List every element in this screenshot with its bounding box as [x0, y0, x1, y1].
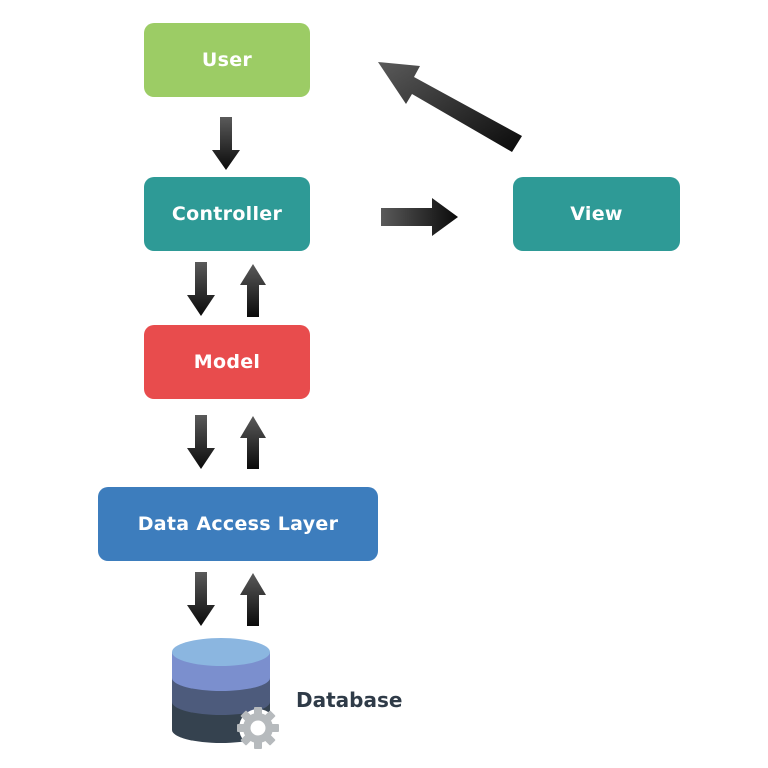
arrow-model-to-controller [240, 264, 266, 317]
arrow-model-to-dal [187, 415, 215, 469]
gear-icon [237, 707, 279, 749]
arrow-controller-to-view [381, 198, 458, 236]
controller-node: Controller [144, 177, 310, 251]
arrow-database-to-dal [240, 573, 266, 626]
controller-label: Controller [171, 203, 283, 225]
arrow-dal-to-database [187, 572, 215, 626]
database-label: Database [296, 688, 403, 712]
arrow-view-to-user [378, 62, 522, 152]
model-label: Model [193, 351, 261, 373]
arrow-dal-to-model [240, 416, 266, 469]
data-access-layer-label: Data Access Layer [137, 513, 339, 535]
database-icon [172, 638, 270, 743]
user-node: User [144, 23, 310, 97]
model-node: Model [144, 325, 310, 399]
arrow-controller-to-model [187, 262, 215, 316]
data-access-layer-node: Data Access Layer [98, 487, 378, 561]
view-label: View [570, 203, 623, 225]
user-label: User [201, 49, 253, 71]
view-node: View [513, 177, 680, 251]
arrow-user-to-controller [212, 117, 240, 170]
